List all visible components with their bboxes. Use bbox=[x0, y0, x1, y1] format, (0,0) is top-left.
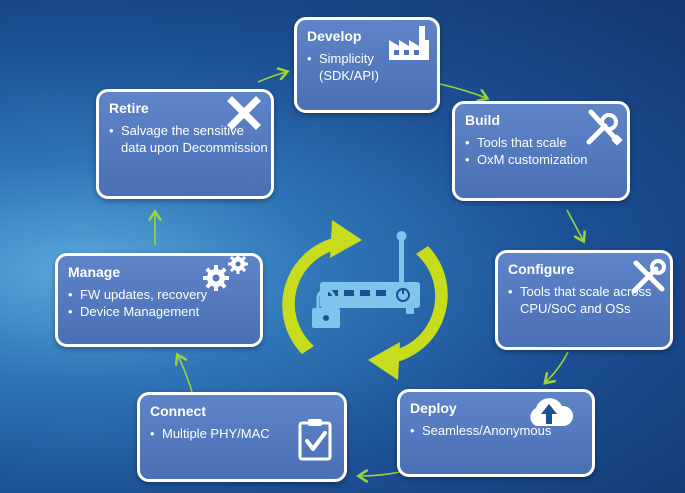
tools-icon bbox=[631, 259, 666, 294]
retire-card: Retire Salvage the sensitive data upon D… bbox=[96, 89, 274, 199]
cloud-upload-icon bbox=[530, 398, 574, 426]
connect-item: Multiple PHY/MAC bbox=[150, 425, 334, 442]
manage-title: Manage bbox=[68, 264, 121, 280]
arrow-develop-to-build bbox=[439, 83, 486, 98]
cycle-arrow-right bbox=[368, 246, 448, 380]
arrow-retire-to-develop bbox=[257, 72, 286, 83]
connect-card: Connect Multiple PHY/MAC bbox=[137, 392, 347, 482]
retire-title: Retire bbox=[109, 100, 149, 116]
secure-device-icon bbox=[312, 231, 420, 328]
arrow-build-to-configure bbox=[566, 209, 583, 240]
build-item-1: Tools that scale bbox=[465, 134, 617, 151]
gears-icon bbox=[203, 254, 248, 291]
clipboard-check-icon bbox=[298, 419, 332, 461]
wrench-screwdriver-icon bbox=[586, 109, 623, 146]
deploy-card: Deploy Seamless/Anonymous bbox=[397, 389, 595, 477]
manage-item-2: Device Management bbox=[68, 303, 250, 320]
x-icon bbox=[227, 96, 261, 130]
build-item-2: OxM customization bbox=[465, 151, 617, 168]
develop-item: Simplicity (SDK/API) bbox=[307, 50, 399, 84]
arrow-deploy-to-connect bbox=[360, 472, 401, 476]
configure-card: Configure Tools that scale across CPU/So… bbox=[495, 250, 673, 350]
factory-icon bbox=[389, 26, 429, 60]
cycle-arrow-left bbox=[282, 220, 362, 354]
configure-title: Configure bbox=[508, 261, 575, 277]
manage-item-1: FW updates, recovery bbox=[68, 286, 250, 303]
develop-title: Develop bbox=[307, 28, 362, 44]
build-card: Build Tools that scale OxM customization bbox=[452, 101, 630, 201]
manage-card: Manage FW updates, recovery Device Manag… bbox=[55, 253, 263, 347]
deploy-item: Seamless/Anonymous bbox=[410, 422, 582, 439]
configure-item: Tools that scale across CPU/SoC and OSs bbox=[508, 283, 652, 317]
deploy-title: Deploy bbox=[410, 400, 457, 416]
arrow-configure-to-deploy bbox=[546, 351, 569, 382]
develop-card: Develop Simplicity (SDK/API) bbox=[294, 17, 440, 113]
center-cycle-graphic bbox=[282, 220, 448, 380]
connect-title: Connect bbox=[150, 403, 206, 419]
arrow-connect-to-manage bbox=[178, 356, 193, 393]
build-title: Build bbox=[465, 112, 500, 128]
retire-item: Salvage the sensitive data upon Decommis… bbox=[109, 122, 269, 156]
